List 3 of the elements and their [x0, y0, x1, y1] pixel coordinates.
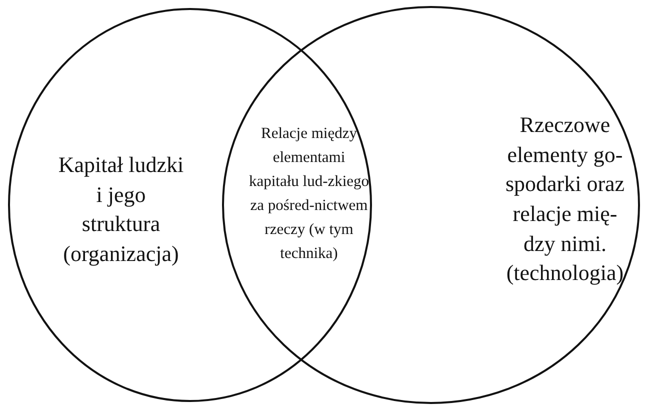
circle-label: Kapitał ludzki i jego struktura (organizacja) — [57, 151, 185, 268]
overlap-label: Relacje między elementami kapitału lud-zkiego za pośred-nictwem rzeczy (w tym technika) — [248, 124, 370, 264]
circle-label: Rzeczowe elementy go-spodarki oraz relacje mię-dzy nimi. (technologia) — [504, 111, 626, 288]
